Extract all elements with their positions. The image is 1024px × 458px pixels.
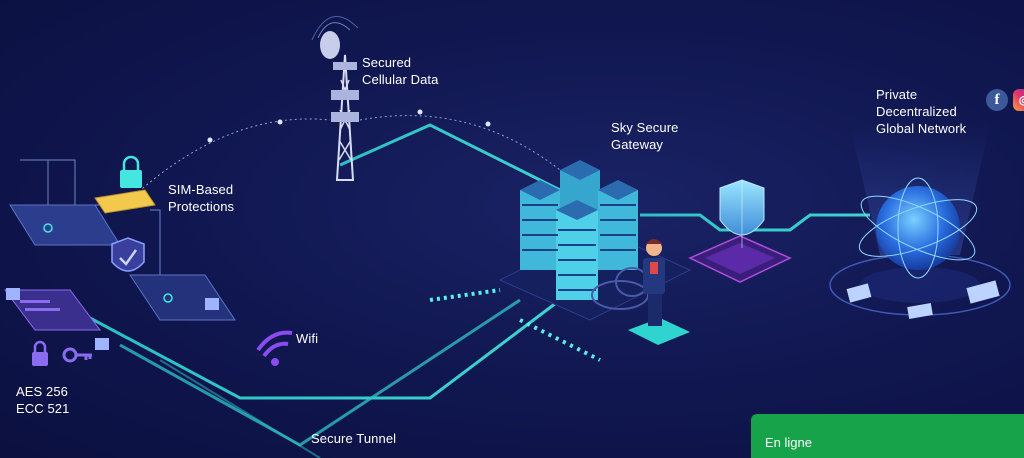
tablet-left xyxy=(4,289,101,331)
label-secure-tunnel: Secure Tunnel xyxy=(311,431,397,446)
facebook-icon[interactable]: f xyxy=(986,89,1008,111)
arc-dot xyxy=(207,137,213,143)
label-sky-gateway: Sky Secure Gateway xyxy=(611,120,679,152)
dotted-flow xyxy=(519,318,601,362)
instagram-icon[interactable]: ◎ xyxy=(1013,89,1024,111)
arc-dot xyxy=(417,109,423,115)
dotted-flow xyxy=(429,288,501,302)
arc-tower-to-gateway xyxy=(359,115,561,171)
arc-dot xyxy=(485,121,491,127)
label-private-network: Private Decentralized Global Network xyxy=(876,87,967,136)
cellular-line xyxy=(339,123,561,192)
wifi-line xyxy=(89,298,561,400)
shield-check-icon xyxy=(111,237,145,272)
gateway-shield xyxy=(688,179,792,283)
label-sim-based: SIM-Based Protections xyxy=(168,182,235,214)
label-wifi: Wifi xyxy=(296,331,319,346)
tunnel-line-2 xyxy=(159,359,321,458)
label-secured-cellular: Secured Cellular Data xyxy=(362,55,439,87)
cellular-tower xyxy=(311,16,359,181)
person-figure xyxy=(628,239,690,345)
wifi-icon xyxy=(256,330,293,366)
tablet-right xyxy=(129,274,236,321)
server-stack xyxy=(498,160,692,321)
sim-card xyxy=(94,155,156,214)
cube-icon xyxy=(6,288,219,350)
circuit-line xyxy=(20,159,100,206)
arc-dot xyxy=(277,119,283,125)
padlock-icon xyxy=(32,340,48,366)
chat-status-label: En ligne xyxy=(765,435,812,450)
chat-status-widget[interactable]: En ligne xyxy=(751,414,1024,458)
label-encryption: AES 256 ECC 521 xyxy=(16,384,70,416)
global-network-globe xyxy=(829,125,1011,319)
arc-sim-to-tower xyxy=(134,118,331,196)
key-icon xyxy=(62,347,92,363)
